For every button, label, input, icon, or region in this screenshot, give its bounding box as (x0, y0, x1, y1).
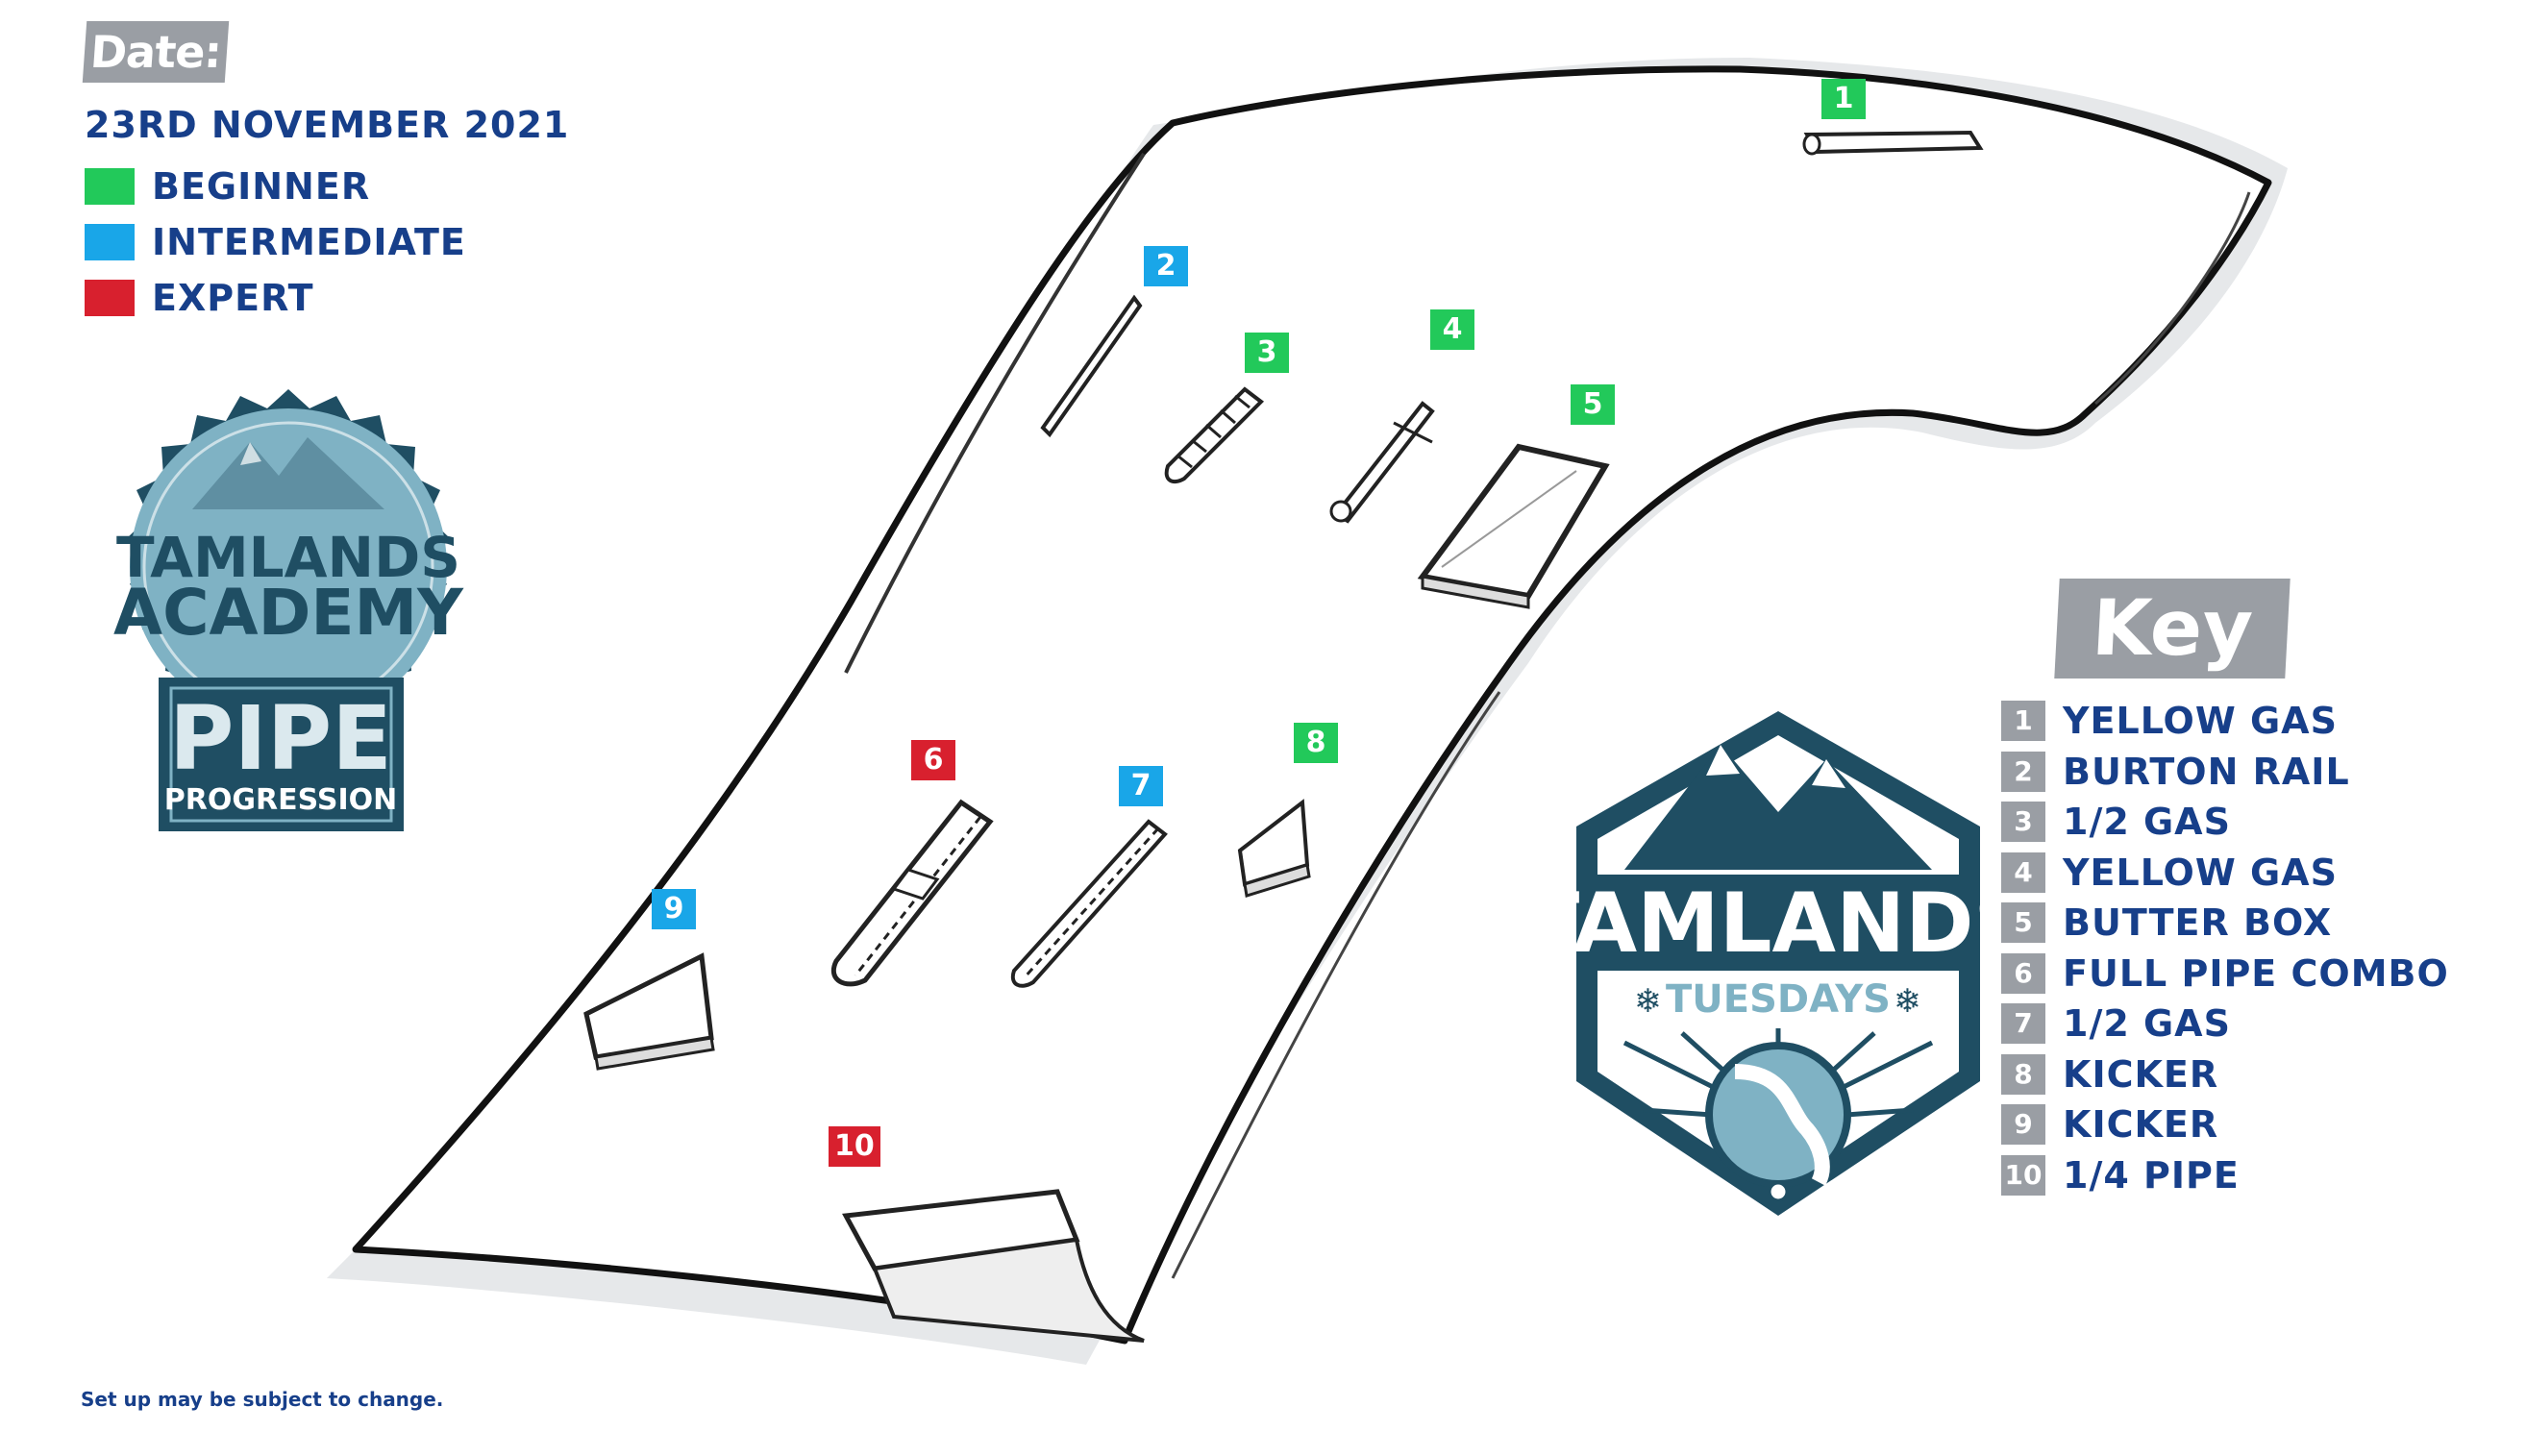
key-item: 9 KICKER (2001, 1099, 2449, 1150)
academy-line4: PROGRESSION (164, 783, 397, 817)
map-tag-8: 8 (1294, 723, 1338, 763)
legend-beginner: BEGINNER (85, 165, 370, 208)
map-tag-9: 9 (652, 889, 696, 929)
key-label: KICKER (2063, 1103, 2219, 1147)
feature-7 (1010, 819, 1168, 988)
key-item: 4 YELLOW GAS (2001, 848, 2449, 899)
snowflake-icon: ❄ (1894, 982, 1921, 1021)
key-label: 1/2 GAS (2063, 1002, 2231, 1046)
key-label: YELLOW GAS (2063, 700, 2338, 743)
key-label: 1/2 GAS (2063, 801, 2231, 844)
map-tag-10: 10 (829, 1126, 880, 1167)
mountain-icon (192, 437, 384, 509)
key-item: 8 KICKER (2001, 1049, 2449, 1100)
key-number: 2 (2001, 751, 2045, 792)
legend-label: INTERMEDIATE (152, 221, 466, 263)
feature-5 (1417, 443, 1610, 609)
feature-8 (1237, 799, 1311, 898)
key-number: 8 (2001, 1053, 2045, 1095)
feature-2 (1040, 294, 1143, 438)
key-number: 3 (2001, 802, 2045, 843)
legend-swatch-expert (85, 280, 135, 316)
map-tag-2: 2 (1144, 246, 1188, 286)
academy-line3: PIPE (169, 687, 392, 790)
key-item: 1 YELLOW GAS (2001, 696, 2449, 747)
key-item: 3 1/2 GAS (2001, 797, 2449, 848)
tuesdays-badge: TAMLANDS TUESDAYS ❄ ❄ (1567, 711, 1990, 1216)
legend-swatch-beginner (85, 168, 135, 205)
key-label: BUTTER BOX (2063, 901, 2333, 945)
tuesdays-line1: TAMLANDS (1567, 876, 1990, 972)
feature-1 (1802, 130, 1984, 156)
key-label: BURTON RAIL (2063, 750, 2350, 793)
key-item: 5 BUTTER BOX (2001, 898, 2449, 949)
snowflake-icon: ❄ (1634, 982, 1662, 1021)
key-number: 9 (2001, 1104, 2045, 1146)
legend-label: EXPERT (152, 277, 314, 319)
key-label: FULL PIPE COMBO (2063, 951, 2449, 995)
legend-label: BEGINNER (152, 165, 371, 208)
map-tag-6: 6 (911, 740, 955, 780)
legend-swatch-intermediate (85, 224, 135, 260)
key-number: 1 (2001, 701, 2045, 742)
key-number: 4 (2001, 851, 2045, 893)
academy-line1: TAMLANDS (116, 525, 460, 590)
date-value: 23RD NOVEMBER 2021 (85, 104, 570, 146)
academy-badge: TAMLANDS ACADEMY PIPE PROGRESSION (113, 389, 464, 831)
map-tag-3: 3 (1245, 333, 1289, 373)
key-item: 6 FULL PIPE COMBO (2001, 949, 2449, 999)
mountain-icon (1624, 745, 1932, 870)
key-number: 7 (2001, 1003, 2045, 1045)
key-item: 7 1/2 GAS (2001, 999, 2449, 1049)
key-number: 6 (2001, 952, 2045, 994)
legend-intermediate: INTERMEDIATE (85, 221, 466, 263)
academy-line2: ACADEMY (113, 576, 464, 650)
tuesdays-line2: TUESDAYS (1666, 977, 1891, 1022)
key-label: YELLOW GAS (2063, 851, 2338, 894)
map-tag-4: 4 (1430, 309, 1474, 350)
feature-4 (1329, 401, 1435, 524)
map-tag-7: 7 (1119, 766, 1163, 806)
key-label: 1/4 PIPE (2063, 1153, 2240, 1197)
key-title: Key (2054, 579, 2291, 679)
legend-expert: EXPERT (85, 277, 314, 319)
map-tag-1: 1 (1821, 79, 1866, 119)
slope-outline (352, 65, 2272, 1345)
feature-3 (1164, 386, 1265, 484)
key-number: 10 (2001, 1154, 2045, 1196)
feature-6 (830, 799, 994, 987)
map-tag-5: 5 (1571, 384, 1615, 425)
key-number: 5 (2001, 902, 2045, 944)
footnote: Set up may be subject to change. (81, 1388, 444, 1411)
feature-9 (583, 952, 715, 1071)
key-label: KICKER (2063, 1052, 2219, 1096)
feature-10 (842, 1189, 1145, 1343)
key-item: 2 BURTON RAIL (2001, 747, 2449, 798)
key-item: 10 1/4 PIPE (2001, 1150, 2449, 1201)
